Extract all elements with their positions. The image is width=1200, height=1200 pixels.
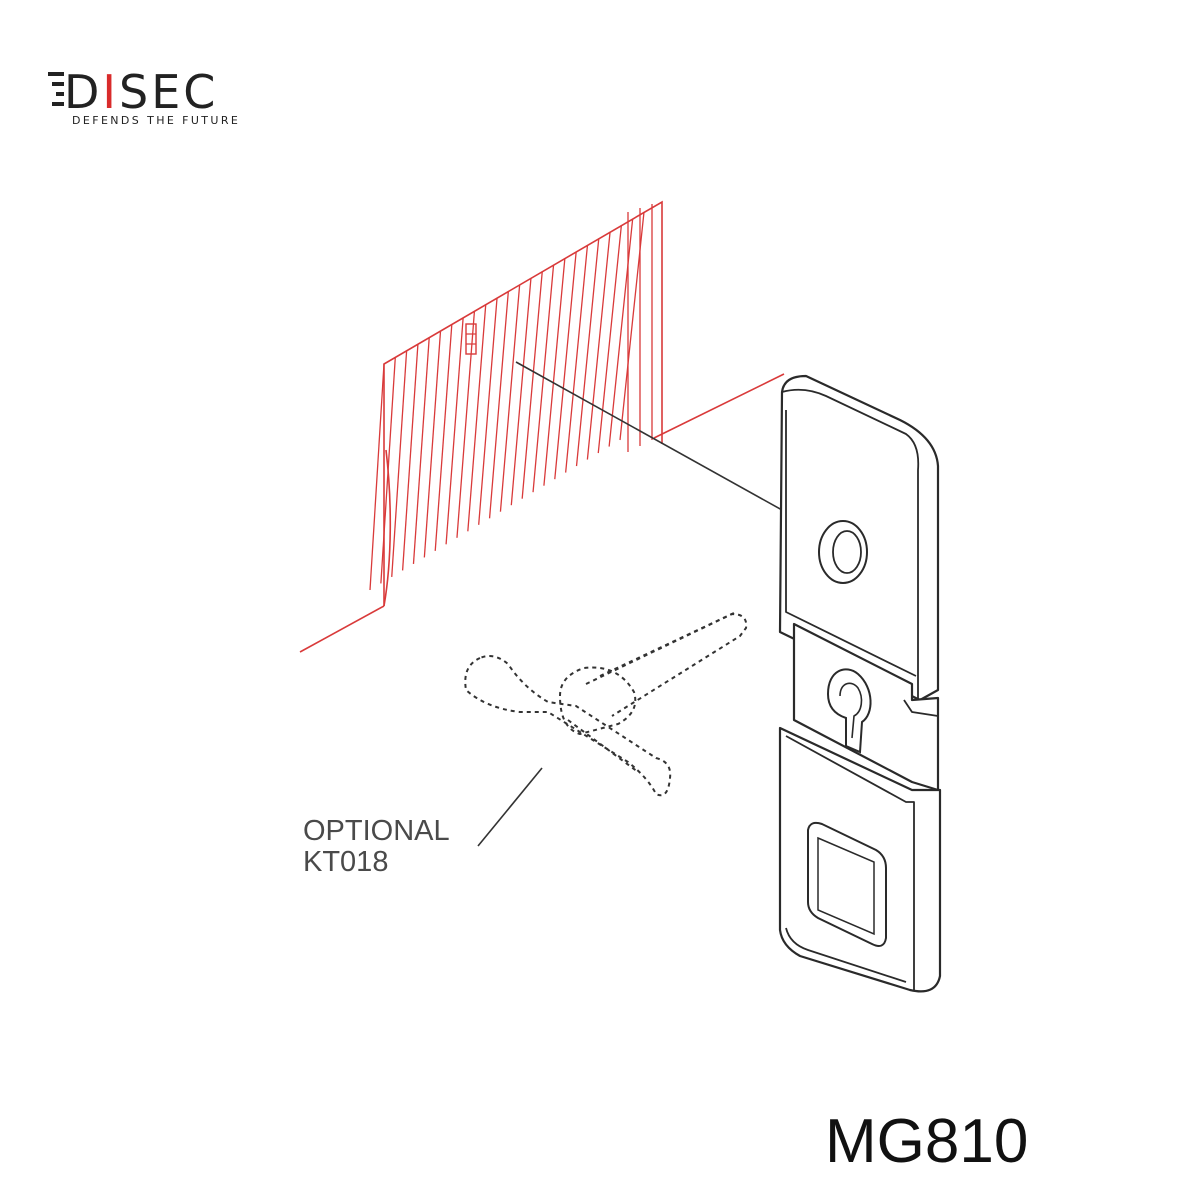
brand-logo: DISEC DEFENDS THE FUTURE xyxy=(48,65,240,127)
callout-leader-line xyxy=(477,767,543,847)
cylinder-keyhole-icon xyxy=(826,668,872,754)
brand-wordmark: DISEC xyxy=(64,65,218,119)
hatch-line xyxy=(401,344,419,571)
model-label: MG810 xyxy=(825,1107,1028,1176)
hatch-line xyxy=(521,271,543,499)
door-section xyxy=(299,200,785,653)
brand-accent: I xyxy=(102,65,119,119)
hatch-line xyxy=(391,350,408,577)
door-hatching xyxy=(369,204,653,591)
brand-tagline: DEFENDS THE FUTURE xyxy=(72,114,240,127)
hatch-line xyxy=(586,231,611,460)
hatch-line xyxy=(369,363,385,591)
assembly-leader-line xyxy=(515,361,801,521)
finger-pull-opening xyxy=(807,821,887,947)
hatch-line xyxy=(608,218,634,447)
hatch-line xyxy=(478,297,498,525)
hatch-line xyxy=(434,324,453,551)
hatch-line xyxy=(597,225,623,454)
hatch-line xyxy=(412,337,430,564)
door-label-mark xyxy=(465,323,477,355)
handle-plate xyxy=(778,374,942,993)
hatch-line xyxy=(423,330,442,558)
hatch-line xyxy=(565,244,589,473)
hatch-line xyxy=(456,311,476,538)
hatch-line xyxy=(380,357,396,584)
brand-prefix: D xyxy=(64,65,102,119)
hatch-line xyxy=(467,304,487,532)
hatch-line xyxy=(543,258,566,486)
optional-key-outline xyxy=(464,611,748,797)
hatch-line xyxy=(575,238,600,467)
hatch-line xyxy=(488,291,509,519)
spindle-hole-icon xyxy=(818,520,868,584)
callout-part-number: KT018 xyxy=(303,846,388,878)
hatch-line xyxy=(532,264,555,493)
hatch-line xyxy=(445,317,464,545)
hatch-line xyxy=(510,278,532,506)
hatch-line xyxy=(554,251,577,480)
brand-suffix: SEC xyxy=(119,65,218,119)
hatch-line xyxy=(499,284,521,512)
callout-optional: OPTIONAL xyxy=(303,815,450,847)
speed-lines-icon xyxy=(48,72,64,106)
